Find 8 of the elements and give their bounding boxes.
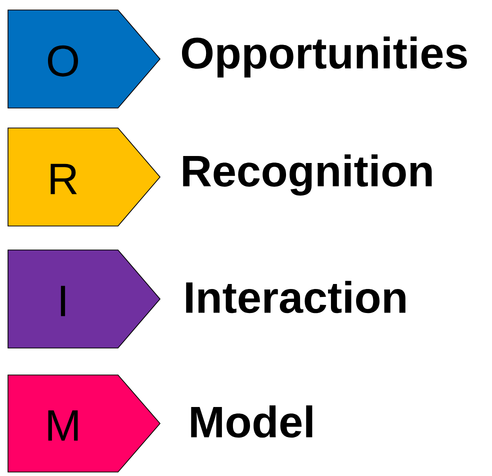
caption-text: Recognition: [183, 154, 432, 196]
letter-tag: R: [8, 128, 161, 226]
caption-text: Interaction: [186, 280, 406, 314]
letter-tag: I: [8, 250, 161, 348]
caption-text: Model: [191, 405, 312, 438]
caption-text: Opportunities: [182, 36, 467, 78]
letter-tag: O: [8, 10, 161, 108]
letter-tag: M: [8, 374, 161, 472]
